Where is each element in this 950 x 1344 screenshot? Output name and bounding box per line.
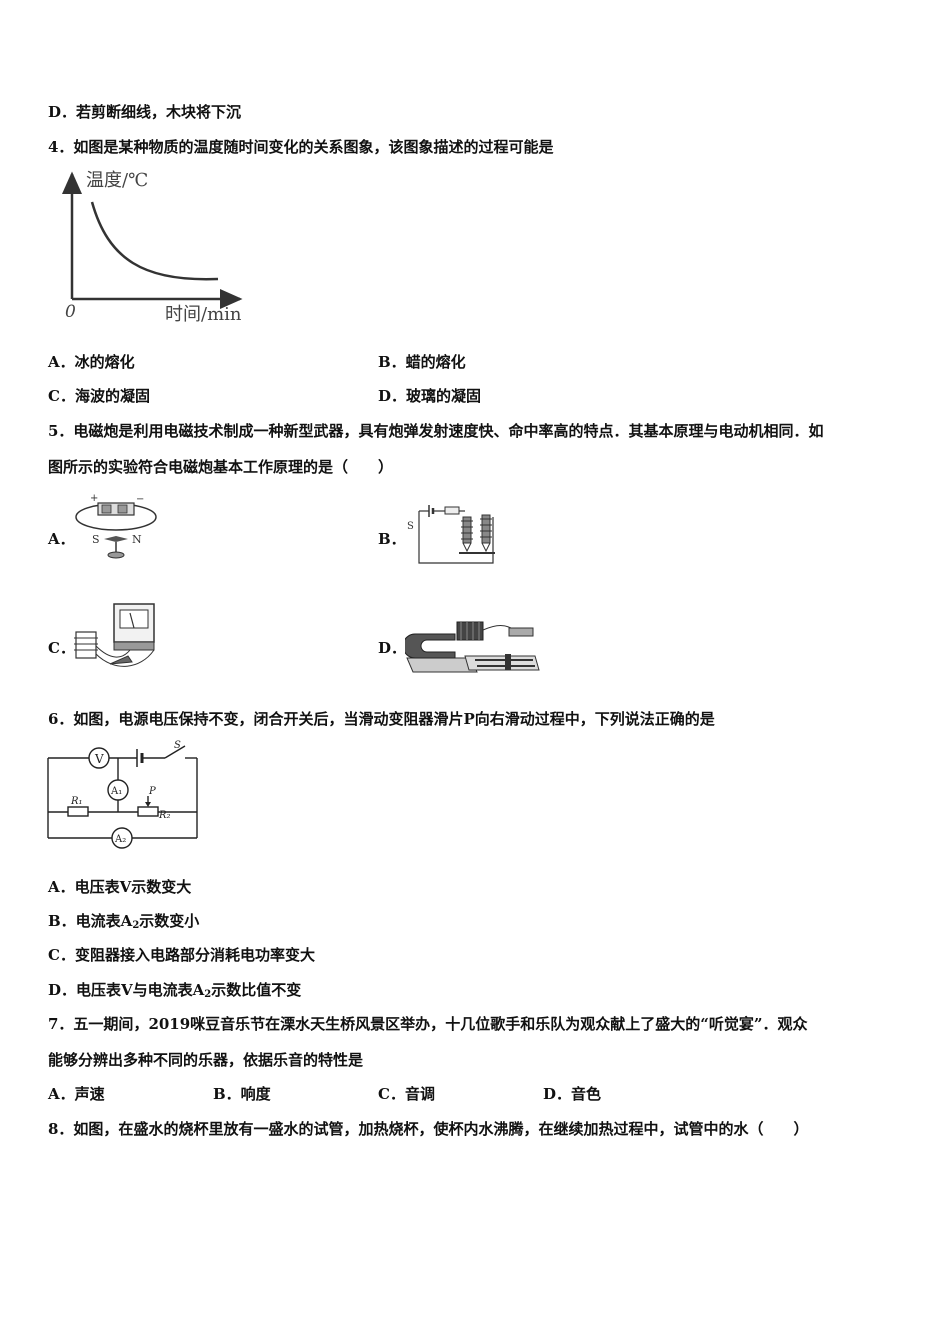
q6-option-b: B．电流表A2示数变小 [48, 912, 200, 931]
q5-figure-c-meter-coil [70, 600, 165, 678]
svg-text:S: S [174, 740, 181, 751]
q7-stem-line2: 能够分辨出多种不同的乐器，依据乐音的特性是 [48, 1051, 364, 1069]
q6-option-a: A．电压表V示数变大 [48, 878, 192, 896]
q7-option-d: D．音色 [543, 1085, 602, 1103]
q4-stem: 4．如图是某种物质的温度随时间变化的关系图象，该图象描述的过程可能是 [48, 138, 554, 156]
svg-text:R₂: R₂ [158, 810, 171, 821]
q7-option-c: C．音调 [378, 1085, 435, 1103]
q5-option-b-label: B． [378, 530, 406, 548]
q4-option-c: C．海波的凝固 [48, 387, 150, 405]
q6-option-c: C．变阻器接入电路部分消耗电功率变大 [48, 946, 315, 964]
q7-stem-line1: 7．五一期间，2019咪豆音乐节在溧水天生桥风景区举办，十几位歌手和乐队为观众献… [48, 1015, 808, 1033]
q4-option-a: A．冰的熔化 [48, 353, 135, 371]
q8-stem: 8．如图，在盛水的烧杯里放有一盛水的试管，加热烧杯，使杯内水沸腾，在继续加热过程… [48, 1120, 809, 1138]
q6-circuit-diagram: V A₁ A₂ R₁ R₂ P S [45, 738, 205, 850]
svg-text:N: N [132, 533, 142, 546]
svg-text:A₂: A₂ [114, 834, 126, 845]
origin-label: 0 [65, 302, 76, 322]
svg-text:P: P [148, 786, 156, 797]
q6-stem: 6．如图，电源电压保持不变，闭合开关后，当滑动变阻器滑片P向右滑动过程中，下列说… [48, 710, 715, 728]
svg-text:−: − [136, 494, 144, 505]
y-axis-label: 温度/℃ [86, 170, 148, 191]
q5-option-c-label: C． [48, 639, 75, 657]
q4-option-b: B．蜡的熔化 [378, 353, 466, 371]
q5-figure-a-coil-compass: + − S N [70, 490, 165, 562]
q5-option-a-label: A． [48, 530, 75, 548]
x-axis-label: 时间/min [165, 304, 242, 325]
q5-stem-line2: 图所示的实验符合电磁炮基本工作原理的是（ ） [48, 458, 394, 476]
q4-option-d: D．玻璃的凝固 [378, 387, 482, 405]
cooling-curve [90, 201, 219, 281]
svg-text:S: S [407, 521, 414, 532]
q5-figure-b-electromagnets: S [405, 497, 500, 567]
q6-option-d: D．电压表V与电流表A2示数比值不变 [48, 981, 302, 1000]
svg-text:S: S [92, 533, 100, 546]
q5-option-d-label: D． [378, 639, 407, 657]
svg-text:V: V [94, 752, 104, 766]
q3-option-d: D．若剪断细线，木块将下沉 [48, 103, 242, 121]
q4-temperature-graph: 温度/℃ 时间/min 0 [48, 164, 263, 326]
q5-figure-d-magnet-rails [402, 610, 545, 680]
svg-text:R₁: R₁ [70, 796, 83, 807]
svg-text:+: + [90, 493, 98, 504]
svg-text:A₁: A₁ [110, 786, 122, 797]
q7-option-a: A．声速 [48, 1085, 105, 1103]
q5-stem-line1: 5．电磁炮是利用电磁技术制成一种新型武器，具有炮弹发射速度快、命中率高的特点．其… [48, 422, 824, 440]
q7-option-b: B．响度 [213, 1085, 271, 1103]
